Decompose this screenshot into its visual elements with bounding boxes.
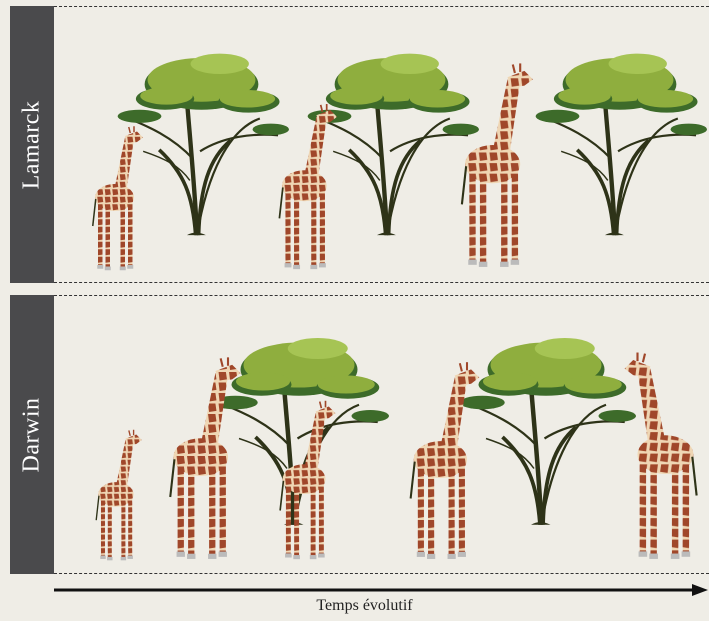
tree-icon bbox=[213, 338, 389, 525]
lamarck-panel: Lamarck bbox=[10, 6, 709, 283]
giraffe-icon bbox=[170, 357, 240, 559]
darwin-scene bbox=[54, 295, 709, 574]
time-axis-arrow bbox=[54, 583, 709, 597]
tree-icon bbox=[118, 54, 289, 236]
giraffe-icon bbox=[625, 353, 697, 559]
lamarck-scene bbox=[54, 6, 709, 283]
tree-icon bbox=[460, 338, 636, 525]
giraffe-icon bbox=[462, 63, 533, 267]
lamarck-label-box: Lamarck bbox=[10, 6, 54, 283]
darwin-panel: Darwin bbox=[10, 295, 709, 574]
giraffe-icon bbox=[96, 430, 142, 561]
giraffe-icon bbox=[411, 362, 480, 559]
time-axis-label: Temps évolutif bbox=[0, 597, 709, 615]
darwin-label: Darwin bbox=[19, 397, 46, 472]
tree-icon bbox=[308, 54, 479, 236]
giraffe-icon bbox=[93, 126, 143, 270]
darwin-label-box: Darwin bbox=[10, 295, 54, 574]
tree-icon bbox=[536, 54, 707, 236]
lamarck-label: Lamarck bbox=[19, 100, 46, 189]
